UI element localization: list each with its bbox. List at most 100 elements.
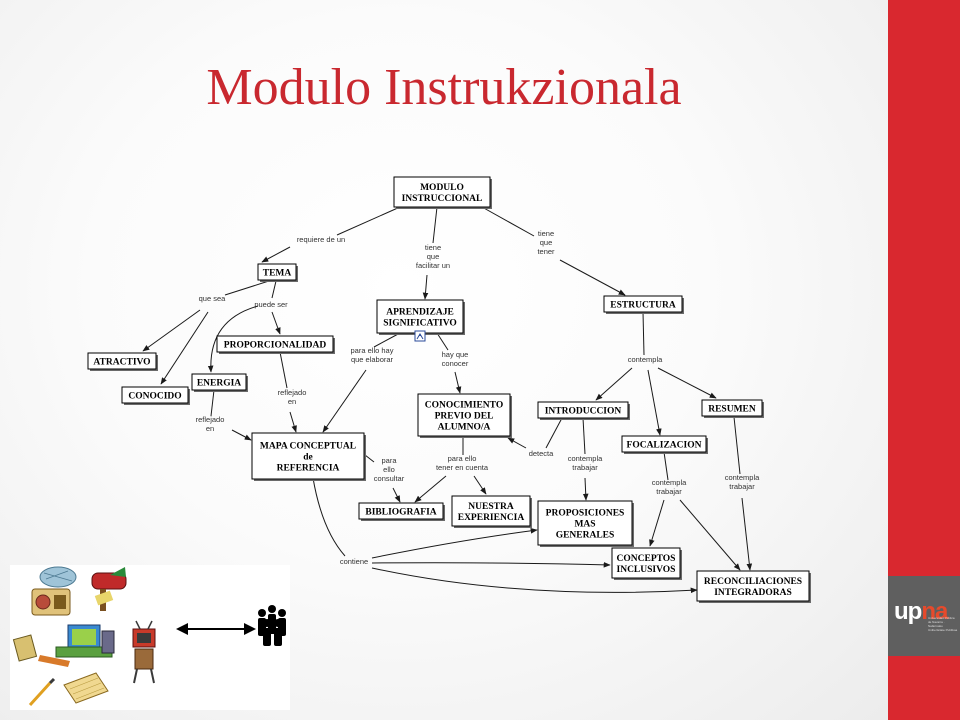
people-group-icon xyxy=(258,605,286,646)
edge-trabajar-reconciliaciones1 xyxy=(679,499,741,571)
edge-aprendizaje-conocer xyxy=(436,332,449,351)
edge-focalizacion-trabajar xyxy=(663,451,669,481)
node-atractivo: ATRACTIVO xyxy=(87,352,158,371)
node-label: MAPA CONCEPTUAL xyxy=(260,442,356,452)
link-label-text: contempla xyxy=(568,454,603,463)
node-box xyxy=(537,500,633,546)
node-box xyxy=(216,335,334,353)
edge-estructura-contempla xyxy=(642,311,645,356)
edge-contiene-conceptos xyxy=(371,562,611,568)
edge-que-sea-conocido xyxy=(160,311,209,385)
link-label-text: en xyxy=(206,424,214,433)
node-box xyxy=(358,502,444,520)
link-label-text: consultar xyxy=(374,474,405,483)
edge-puede-proporcionalidad xyxy=(271,311,281,335)
edge-reflejado-mapa xyxy=(289,411,297,433)
link-label-text: requiere de un xyxy=(297,235,345,244)
link-label-text: que xyxy=(427,252,440,261)
robot-icon xyxy=(132,620,156,684)
node-label: NUESTRA xyxy=(468,502,514,512)
link-label-text: facilitar un xyxy=(416,261,450,270)
link-label-text: hay que xyxy=(442,350,469,359)
link-label-text: que xyxy=(540,238,553,247)
link-label-detecta: detecta xyxy=(529,449,554,458)
node-label: EXPERIENCIA xyxy=(458,513,525,523)
node-label: BIBLIOGRAFIA xyxy=(365,508,436,518)
edge-trabajar-conceptos xyxy=(649,499,665,547)
logo-text-main: up xyxy=(894,598,922,625)
pencil-icon xyxy=(28,677,56,707)
radio-icon xyxy=(31,566,77,616)
node-label: INSTRUCCIONAL xyxy=(402,194,483,204)
node-tema: TEMA xyxy=(257,263,298,282)
node-box xyxy=(251,432,365,480)
edge-tener-experiencia xyxy=(473,475,487,495)
edge-consultar-bibliografia xyxy=(392,487,401,503)
edge-contempla-introduccion xyxy=(595,367,633,401)
node-box xyxy=(417,393,511,437)
edge-contempla-focalizacion xyxy=(647,369,662,436)
edge-mapa-consultar xyxy=(364,454,375,463)
upna-logo: upna Universidad Pública de Navarra · Na… xyxy=(888,576,960,656)
link-label-puede_ser: puede ser xyxy=(254,300,288,309)
link-label-text: tener en cuenta xyxy=(436,463,489,472)
node-box xyxy=(696,570,810,602)
link-label-text: en xyxy=(288,397,296,406)
node-label: ALUMNO/A xyxy=(438,423,491,433)
node-label: GENERALES xyxy=(556,531,615,541)
edge-mapa-contiene xyxy=(312,477,346,557)
link-label-text: conocer xyxy=(442,359,469,368)
edge-tener-estructura xyxy=(559,259,626,296)
node-label: MODULO xyxy=(420,183,464,193)
edge-contempla-resumen xyxy=(657,367,717,399)
edge-modulo-tiene-tener xyxy=(481,206,535,237)
node-box xyxy=(376,299,464,334)
node-label: CONCEPTOS xyxy=(617,554,676,564)
node-label: PROPORCIONALIDAD xyxy=(224,341,327,351)
double-arrow-icon xyxy=(176,623,256,635)
link-label-text: ello xyxy=(383,465,395,474)
link-label-text: reflejado xyxy=(278,388,307,397)
node-introduccion: INTRODUCCION xyxy=(537,401,630,420)
edge-reflejado2-mapa xyxy=(231,429,252,441)
edge-tiene-aprendizaje xyxy=(422,274,429,300)
node-label: REFERENCIA xyxy=(277,464,340,474)
node-label: SIGNIFICATIVO xyxy=(383,319,457,329)
notepad-icon xyxy=(63,672,109,704)
link-label-text: contempla xyxy=(725,473,760,482)
link-label-text: contempla xyxy=(652,478,687,487)
edge-requiere-tema xyxy=(261,246,291,263)
edge-elaborar-mapa xyxy=(322,369,367,433)
edge-modulo-requiere xyxy=(336,206,401,236)
node-label: APRENDIZAJE xyxy=(386,308,454,318)
node-box xyxy=(257,263,297,281)
link-label-text: para xyxy=(381,456,397,465)
link-label-text: trabajar xyxy=(572,463,598,472)
link-label-text: que sea xyxy=(199,294,227,303)
link-label-text: detecta xyxy=(529,449,554,458)
edge-resumen-trabajar xyxy=(733,416,741,475)
edge-aprendizaje-elaborar xyxy=(373,332,401,348)
link-label-text: tiene xyxy=(425,243,441,252)
linked-map-icon[interactable] xyxy=(414,330,426,342)
edge-introduccion-detecta xyxy=(545,417,563,449)
link-label-text: para ello hay xyxy=(351,346,394,355)
link-label-contiene: contiene xyxy=(340,557,368,566)
node-box xyxy=(393,176,491,208)
node-label: PROPOSICIONES xyxy=(546,509,625,519)
node-estructura: ESTRUCTURA xyxy=(603,295,684,314)
